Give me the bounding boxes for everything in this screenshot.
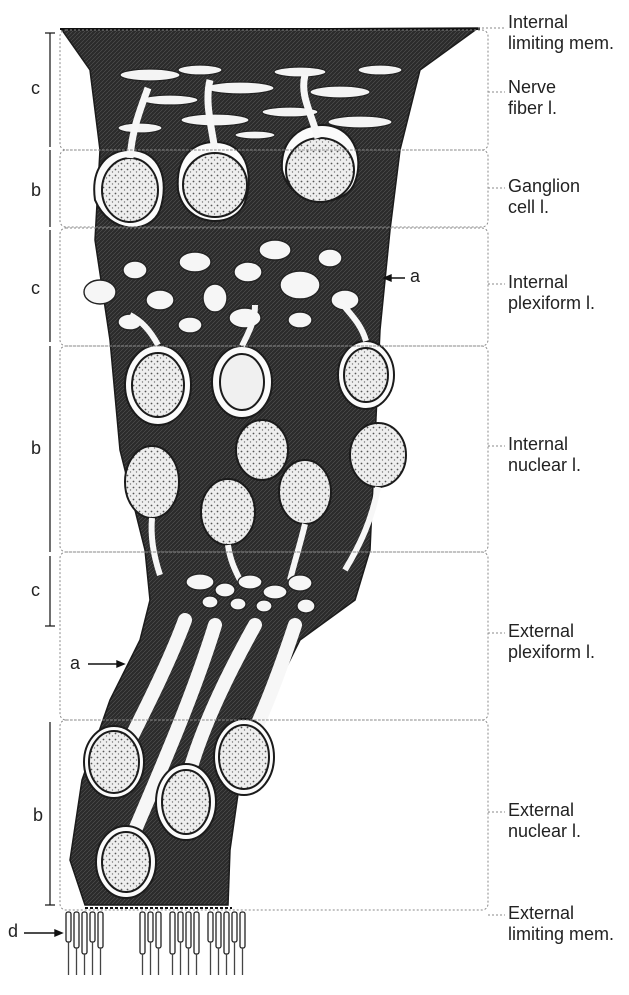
photoreceptor-segment (66, 912, 71, 942)
photoreceptor-segment (82, 912, 87, 954)
photoreceptor-segment (156, 912, 161, 948)
photoreceptor-segment (186, 912, 191, 948)
photoreceptor-segment (224, 912, 229, 954)
photoreceptor-segment (148, 912, 153, 942)
left-brackets (45, 33, 55, 905)
photoreceptor-segment (74, 912, 79, 948)
photoreceptor-segment (178, 912, 183, 942)
photoreceptor-segments (66, 912, 245, 975)
photoreceptor-segment (90, 912, 95, 942)
photoreceptor-segment (140, 912, 145, 954)
photoreceptor-segment (216, 912, 221, 948)
photoreceptor-segment (232, 912, 237, 942)
photoreceptor-segment (170, 912, 175, 954)
pointer-letter-a-left: a (70, 653, 80, 674)
bracket-letter-c-nerve: c (31, 78, 40, 99)
photoreceptor-segment (194, 912, 199, 954)
bracket-letter-b-onl: b (33, 805, 43, 826)
photoreceptor-segment (240, 912, 245, 948)
bracket-letter-b-ganglion: b (31, 180, 41, 201)
photoreceptor-segment (208, 912, 213, 942)
pointer-letter-d-left: d (8, 921, 18, 942)
pointer-letter-a-right: a (410, 266, 420, 287)
bracket-letter-b-inl: b (31, 438, 41, 459)
bracket-letter-c-ipl: c (31, 278, 40, 299)
bracket-letter-c-opl: c (31, 580, 40, 601)
photoreceptor-segment (98, 912, 103, 948)
